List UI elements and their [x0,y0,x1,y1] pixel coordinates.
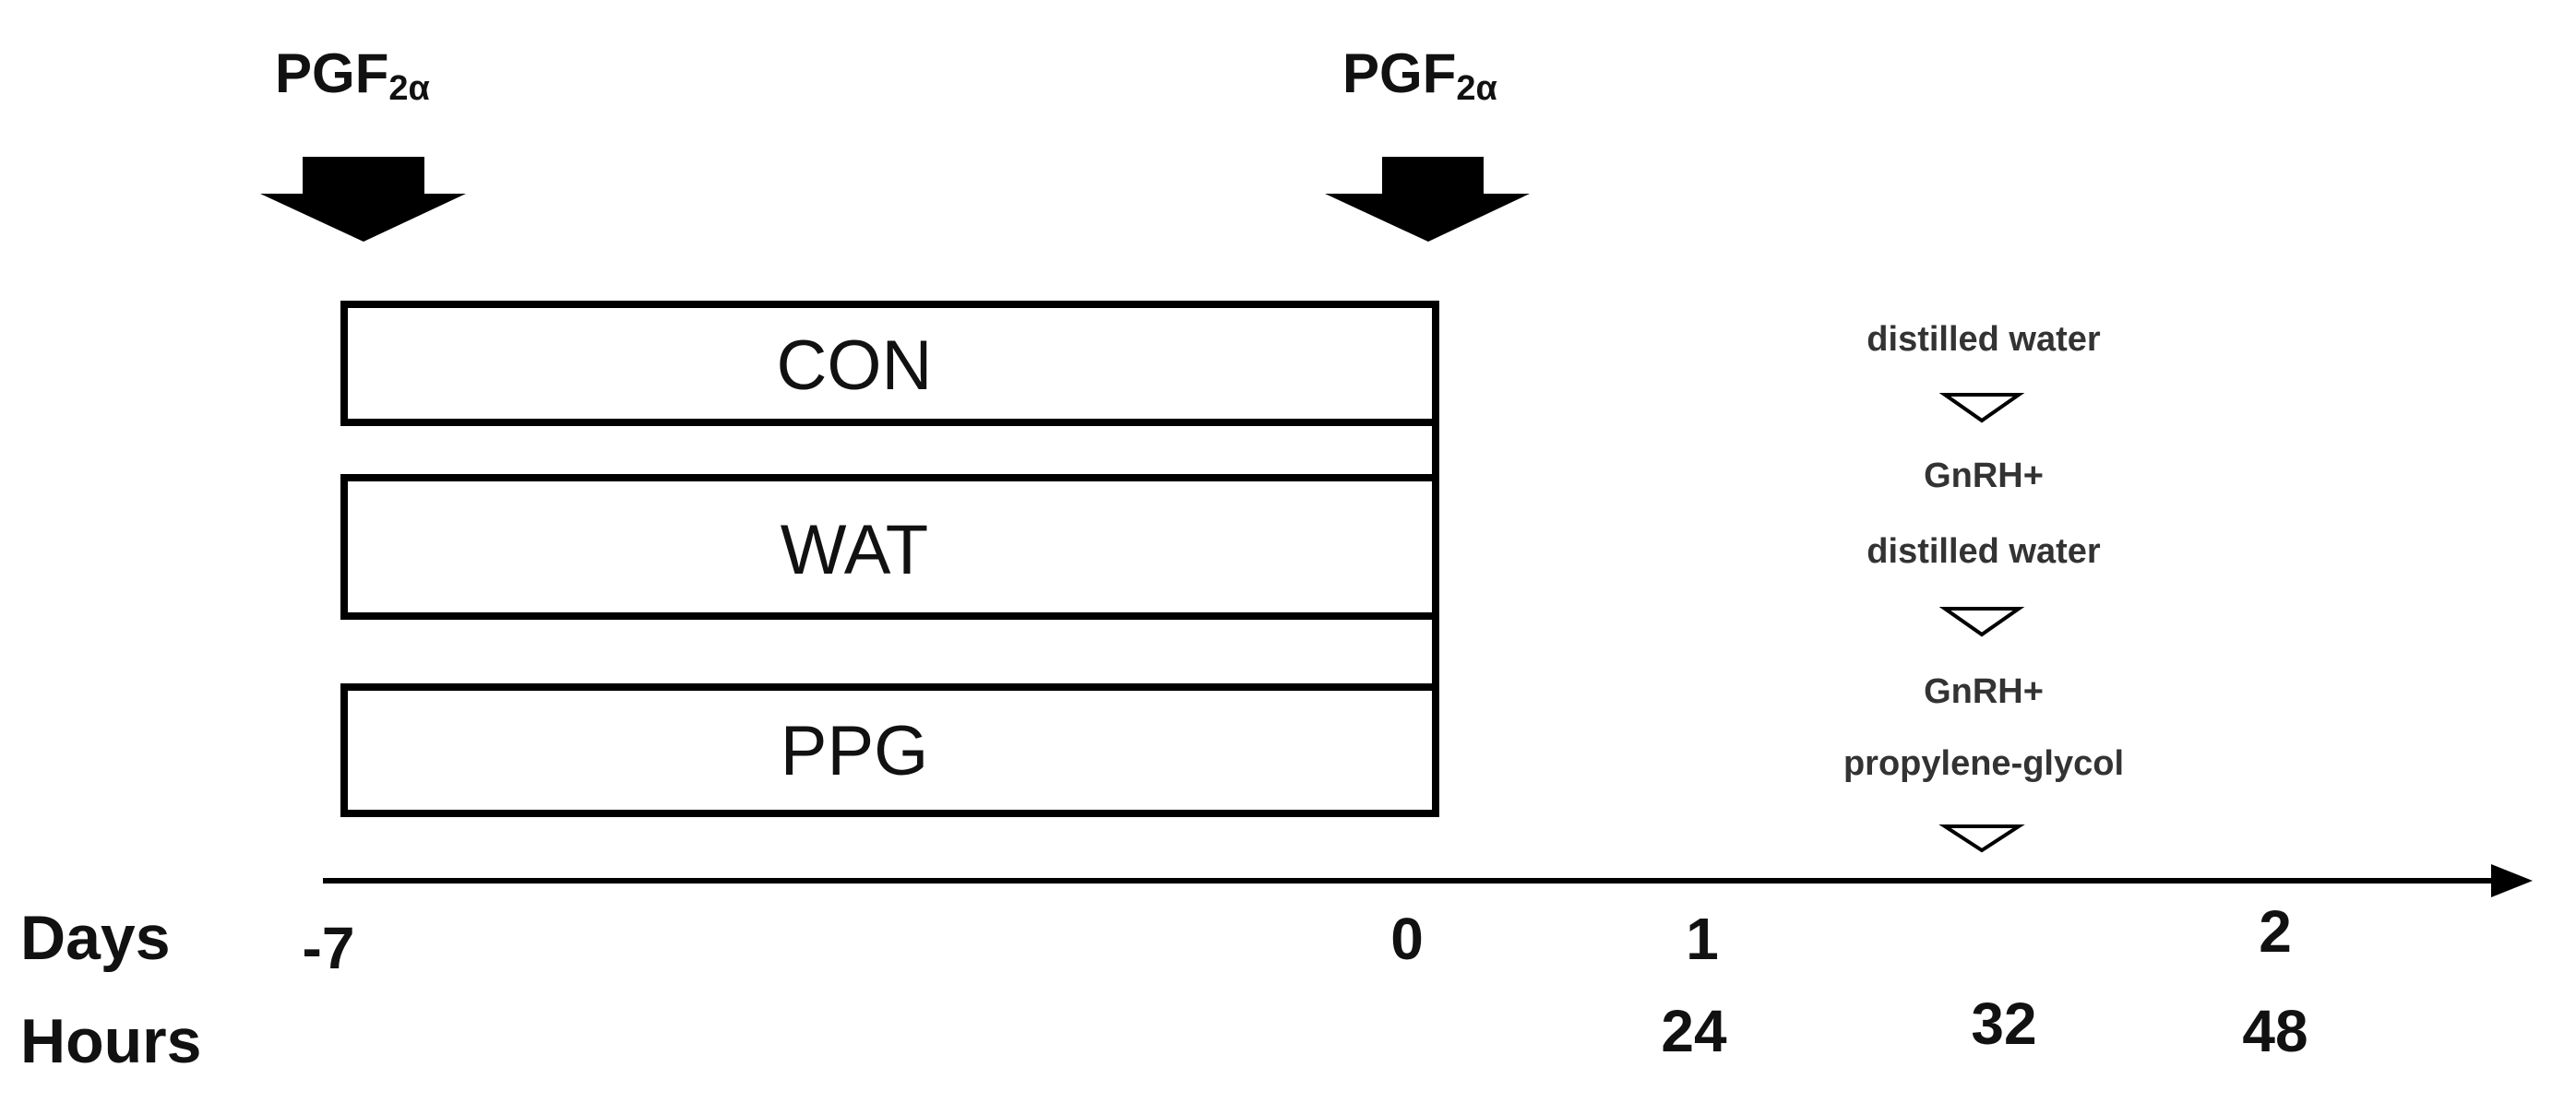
group-label-ppg: PPG [781,712,929,790]
timeline-arrowhead [2491,864,2533,897]
treatment-2-line1: GnRH+ [1924,457,2044,495]
hour-tick-24: 24 [1661,998,1727,1064]
day-tick-0: 0 [1390,906,1424,972]
day-tick-1: 1 [1686,906,1719,972]
group-box-ppg [340,683,1439,817]
group-label-wat: WAT [781,511,928,589]
treatment-1-line1: distilled water [1866,320,2101,359]
group-box-con [340,301,1439,426]
group-label-con: CON [777,326,933,405]
injection-label-left: PGF2α [275,42,430,108]
hour-tick-48: 48 [2242,998,2308,1064]
injection-arrow-right [1325,157,1530,242]
treatment-3-marker [1938,824,2025,853]
days-label: Days [20,903,171,973]
treatment-2-line2: distilled water [1866,532,2101,571]
day-tick--7: -7 [303,915,355,981]
treatment-1-marker [1938,393,2025,423]
treatment-3-line2: propylene-glycol [1843,744,2124,783]
day-tick-2: 2 [2259,898,2292,965]
treatment-2-marker [1938,607,2025,637]
group-box-wat [340,474,1439,620]
hours-label: Hours [20,1006,201,1076]
treatment-3-line1: GnRH+ [1924,672,2044,711]
injection-arrow-left [260,157,466,242]
hour-tick-32: 32 [1971,990,2036,1057]
injection-label-right: PGF2α [1342,42,1497,108]
